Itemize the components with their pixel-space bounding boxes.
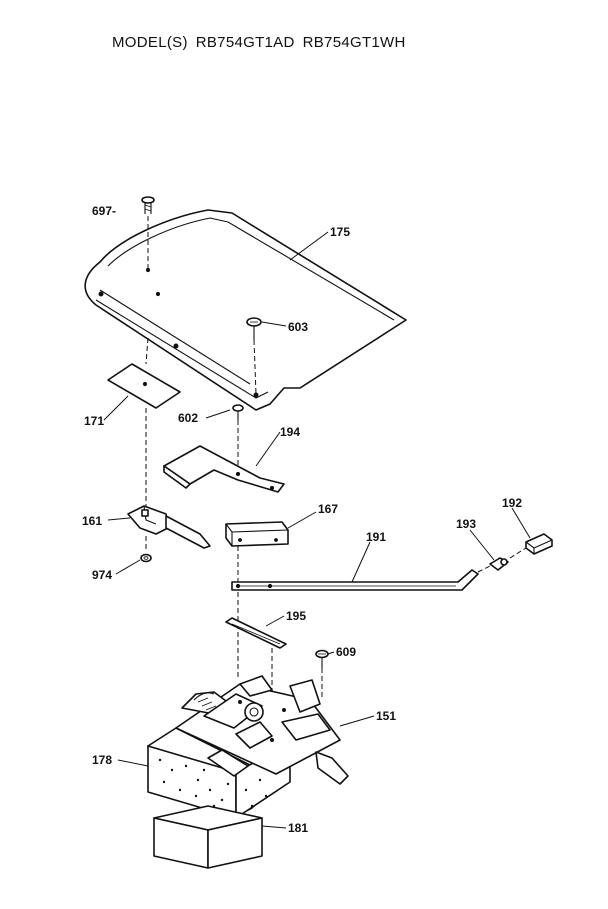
- part-171-pad: [107, 337, 181, 506]
- part-151-mechanism: [175, 675, 349, 785]
- label-194: 194: [280, 425, 300, 439]
- part-194-bracket: [163, 445, 285, 493]
- part-192-knob: [509, 533, 553, 559]
- part-labels: 697- 175 603 171 602 194 161 167 192 193…: [82, 204, 522, 835]
- label-974: 974: [92, 568, 112, 582]
- label-193: 193: [456, 517, 476, 531]
- label-178: 178: [92, 753, 112, 767]
- label-161: 161: [82, 514, 102, 528]
- part-167-block: [225, 521, 289, 584]
- part-193-rod-end: [477, 557, 509, 573]
- part-175-cover: [84, 209, 407, 411]
- insulation-texture: [158, 756, 284, 808]
- label-151: 151: [376, 709, 396, 723]
- model-prefix: MODEL(S): [112, 34, 188, 51]
- label-603: 603: [288, 320, 308, 334]
- label-171: 171: [84, 414, 104, 428]
- label-697: 697-: [92, 204, 116, 218]
- part-602-screw: [232, 404, 244, 478]
- label-191: 191: [366, 530, 386, 544]
- part-161-switch: [127, 505, 211, 552]
- part-178-insulation: [147, 727, 291, 819]
- part-609-screw: [315, 649, 329, 700]
- label-192: 192: [502, 496, 522, 510]
- label-167: 167: [318, 502, 338, 516]
- part-974-nut: [140, 553, 152, 563]
- label-175: 175: [330, 225, 350, 239]
- part-191-rod: [231, 569, 479, 680]
- model-number-1: RB754GT1AD: [195, 34, 295, 51]
- label-602: 602: [178, 411, 198, 425]
- label-609: 609: [336, 645, 356, 659]
- part-181-pad: [153, 805, 263, 869]
- model-title: MODEL(S) RB754GT1AD RB754GT1WH: [112, 34, 414, 51]
- model-number-2: RB754GT1WH: [302, 34, 406, 51]
- label-181: 181: [288, 821, 308, 835]
- part-697-screw: [141, 196, 155, 272]
- leader-lines: [103, 231, 531, 829]
- label-195: 195: [286, 609, 306, 623]
- part-603-screw: [246, 317, 262, 395]
